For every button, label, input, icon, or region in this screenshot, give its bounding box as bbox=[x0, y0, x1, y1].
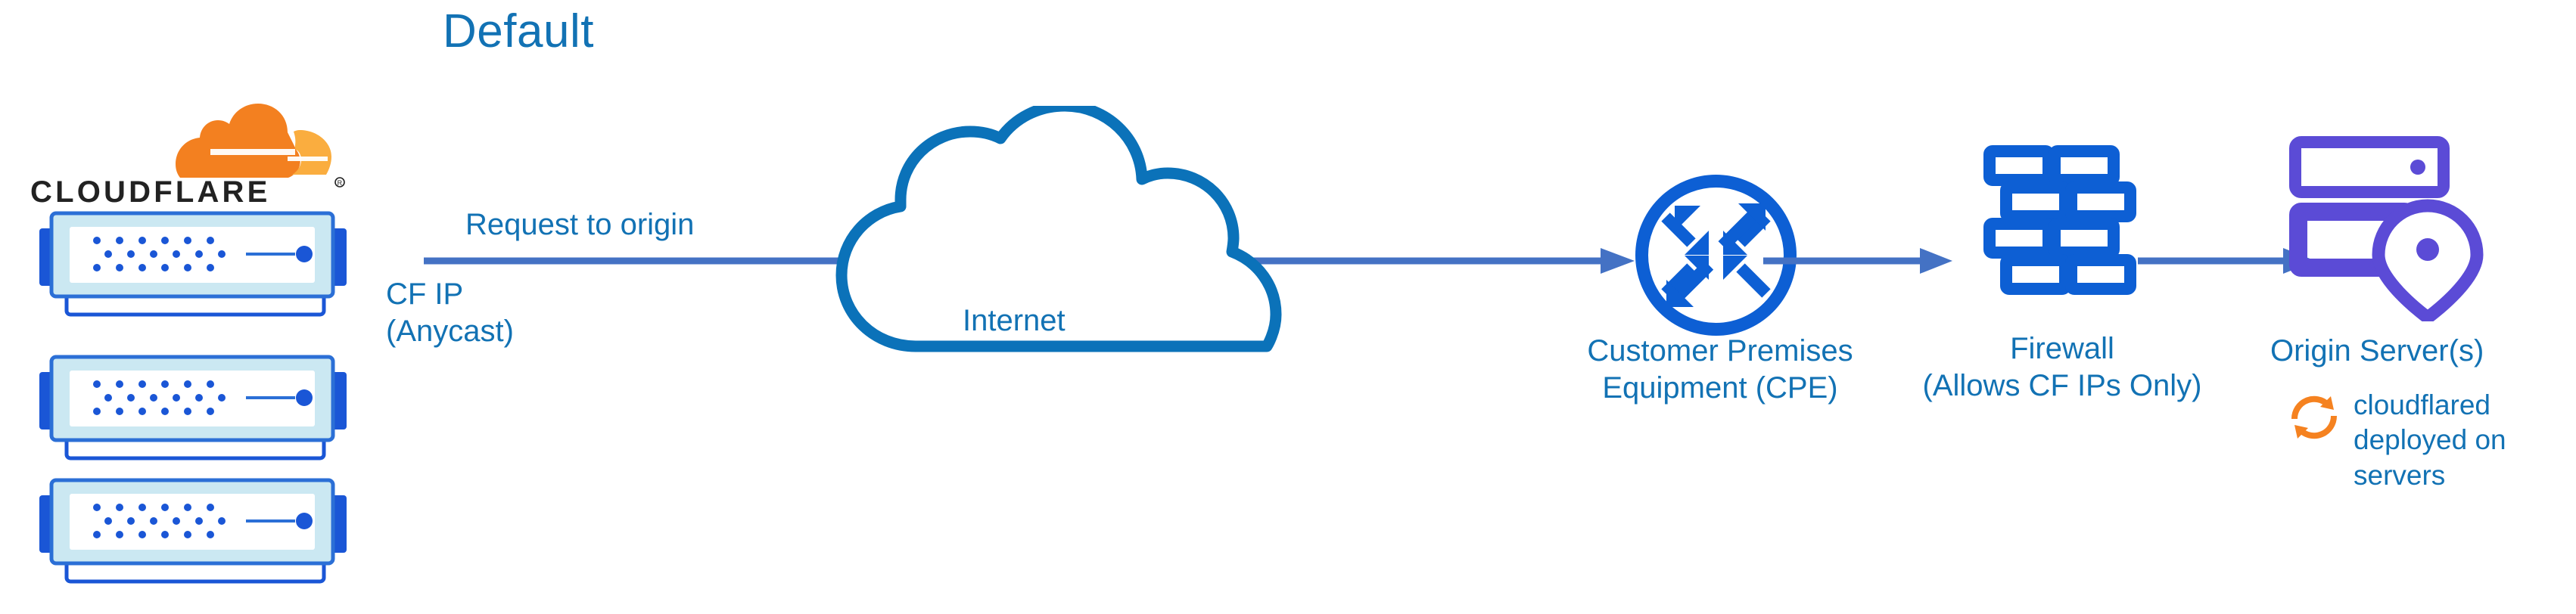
request-to-origin-label: Request to origin bbox=[465, 208, 695, 241]
server-rack-icon bbox=[39, 211, 347, 317]
svg-text:R: R bbox=[338, 179, 343, 187]
cloud-outline-icon bbox=[835, 106, 1282, 352]
connector-cpe-to-firewall-arrow bbox=[1763, 248, 1952, 274]
internet-label: Internet bbox=[963, 304, 1066, 337]
server-rack-icon bbox=[39, 478, 347, 584]
firewall-label: Firewall (Allows CF IPs Only) bbox=[1922, 332, 2202, 402]
cloudflare-wordmark: CLOUDFLARE R bbox=[30, 175, 345, 209]
router-four-arrows-icon bbox=[1635, 175, 1797, 336]
server-stack-pin-icon bbox=[2289, 136, 2484, 321]
page-title: Default bbox=[443, 5, 594, 57]
server-rack-icon bbox=[39, 355, 347, 460]
sync-circular-arrows-icon bbox=[2291, 395, 2338, 439]
brick-wall-icon bbox=[1983, 145, 2136, 295]
cloudflare-cloud-logo-icon bbox=[176, 104, 331, 178]
cloudflare-logo: CLOUDFLARE R bbox=[30, 102, 348, 209]
cpe-label: Customer Premises Equipment (CPE) bbox=[1587, 334, 1853, 405]
cloudflared-annotation-label: cloudflared deployed on servers bbox=[2354, 389, 2506, 491]
cf-ip-label: CF IP (Anycast) bbox=[386, 278, 514, 348]
origin-server-label: Origin Server(s) bbox=[2270, 334, 2484, 367]
svg-text:CLOUDFLARE: CLOUDFLARE bbox=[30, 175, 271, 209]
